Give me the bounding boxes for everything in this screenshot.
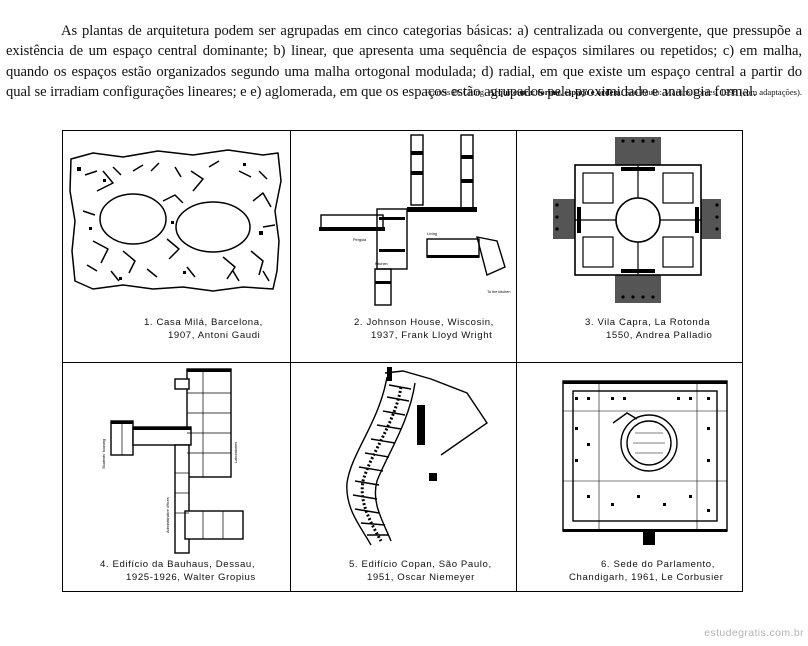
citation-rest: . São Paulo: Martins Fontes, 1998 (com a…: [620, 87, 802, 97]
label-laboratories: Laboratories: [234, 442, 238, 463]
caption-johnson-house: 2. Johnson House, Wiscosin, 1937, Frank …: [354, 317, 494, 342]
figure-casa-mila: 1. Casa Milá, Barcelona, 1907, Antoni Ga…: [63, 131, 291, 363]
caption-line-1: 1. Casa Milá, Barcelona,: [144, 317, 263, 328]
caption-copan: 5. Edifício Copan, São Paulo, 1951, Osca…: [349, 559, 492, 584]
caption-line-2: 1937, Frank Lloyd Wright: [371, 329, 493, 341]
figure-johnson-house: Pergola Kitchen Living To the kitchen 2.…: [291, 131, 517, 363]
caption-line-1: 6. Sede do Parlamento,: [601, 559, 715, 570]
figure-grid: 1. Casa Milá, Barcelona, 1907, Antoni Ga…: [62, 130, 743, 592]
label-students-housing: Students' housing: [102, 439, 106, 469]
label-pergola: Pergola: [353, 238, 367, 242]
caption-line-2: 1951, Oscar Niemeyer: [367, 571, 475, 583]
caption-line-1: 3. Vila Capra, La Rotonda: [585, 317, 711, 328]
label-to-kitchen: To the kitchen: [487, 290, 510, 294]
caption-line-2: 1550, Andrea Palladio: [606, 329, 713, 341]
parlamento-plan: [562, 380, 728, 545]
caption-bauhaus: 4. Edifício da Bauhaus, Dessau, 1925-192…: [100, 559, 256, 584]
label-kitchen: Kitchen: [375, 262, 388, 266]
figure-parlamento: 6. Sede do Parlamento, Chandigarh, 1961,…: [517, 363, 742, 591]
citation-author: Francis D. Ching.: [425, 87, 487, 97]
caption-parlamento: 6. Sede do Parlamento, Chandigarh, 1961,…: [569, 559, 724, 584]
vila-capra-plan: [553, 137, 721, 303]
watermark: estudegratis.com.br: [704, 627, 804, 639]
bauhaus-plan: Students' housing Administrative offices…: [102, 368, 244, 554]
caption-vila-capra: 3. Vila Capra, La Rotonda 1550, Andrea P…: [585, 317, 712, 342]
caption-line-1: 5. Edifício Copan, São Paulo,: [349, 559, 492, 570]
figure-vila-capra: 3. Vila Capra, La Rotonda 1550, Andrea P…: [517, 131, 742, 363]
citation-title: Arquitetura: forma, espaço e ordem: [488, 87, 621, 97]
label-living: Living: [427, 232, 437, 236]
caption-line-2: Chandigarh, 1961, Le Corbusier: [569, 571, 724, 583]
intro-paragraph: As plantas de arquitetura podem ser agru…: [6, 22, 802, 101]
figure-bauhaus: Students' housing Administrative offices…: [63, 363, 291, 591]
caption-line-1: 2. Johnson House, Wiscosin,: [354, 317, 494, 328]
caption-line-1: 4. Edifício da Bauhaus, Dessau,: [100, 559, 256, 570]
casa-mila-plan: [69, 149, 282, 292]
johnson-house-plan: Pergola Kitchen Living To the kitchen: [319, 134, 510, 306]
caption-line-2: 1907, Antoni Gaudi: [168, 329, 261, 341]
caption-casa-mila: 1. Casa Milá, Barcelona, 1907, Antoni Ga…: [144, 317, 263, 342]
copan-plan: [346, 367, 488, 546]
figure-copan: 5. Edifício Copan, São Paulo, 1951, Osca…: [291, 363, 517, 591]
citation: Francis D. Ching. Arquitetura: forma, es…: [425, 87, 802, 97]
caption-line-2: 1925-1926, Walter Gropius: [126, 571, 256, 583]
label-admin-offices: Administrative offices: [166, 497, 170, 533]
